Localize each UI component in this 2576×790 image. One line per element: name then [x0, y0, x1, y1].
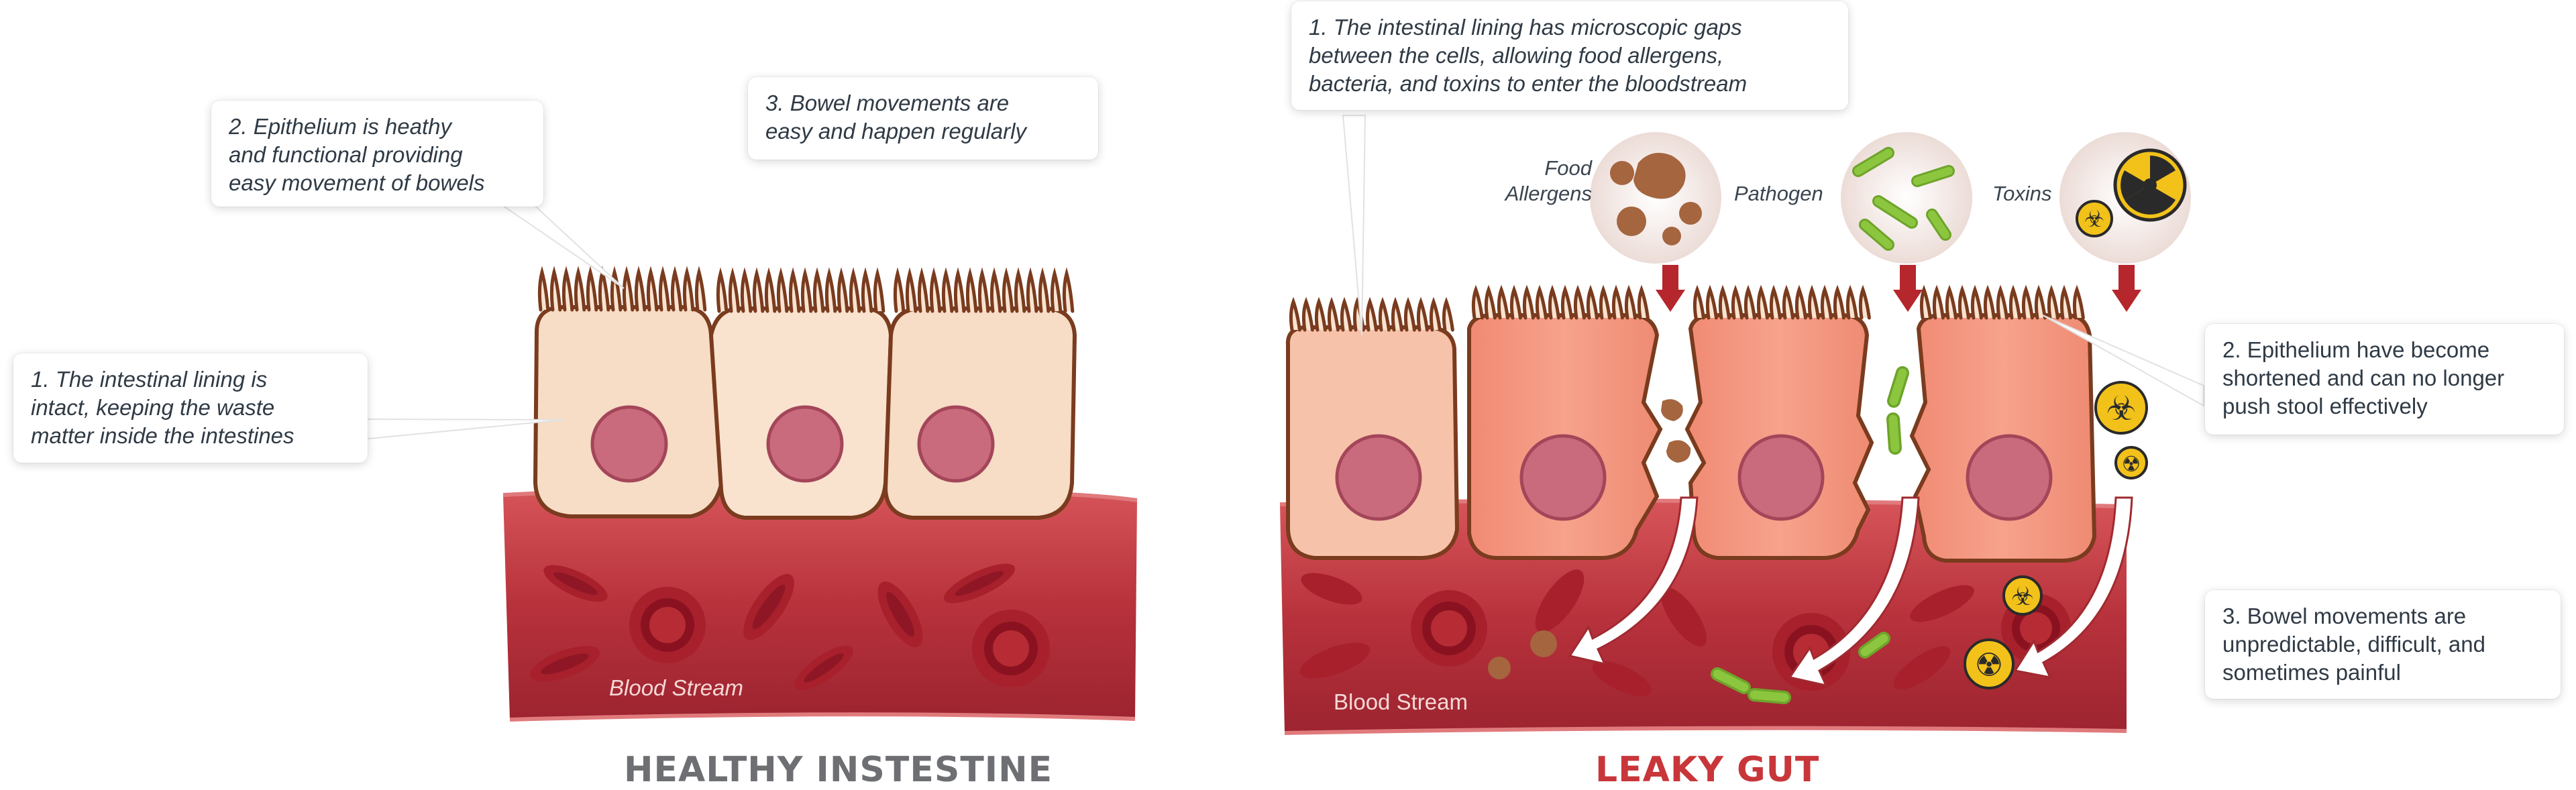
svg-text:☣: ☣ — [2084, 206, 2104, 233]
leaky-callout-1-line-1: 1. The intestinal lining has microscopic… — [1309, 15, 1742, 40]
svg-text:☢: ☢ — [2122, 451, 2141, 477]
label-food-line-1: Food — [1544, 156, 1592, 180]
leaky-title: LEAKY GUT — [1595, 750, 1820, 790]
healthy-stream-label: Blood Stream — [609, 675, 743, 700]
pathogen-icon — [1841, 132, 1972, 264]
healthy-callout-1-line-3: matter inside the intestines — [31, 423, 294, 448]
healthy-callout-2-line-2: and functional providing — [229, 142, 463, 167]
leaky-nucleus-3 — [1737, 434, 1825, 521]
microvillus-row — [1919, 284, 2085, 320]
leaky-callout-3-line-1: 3. Bowel movements are — [2222, 604, 2467, 628]
leaky-nucleus-4 — [1966, 434, 2053, 521]
leaky-stream-label: Blood Stream — [1334, 689, 1468, 714]
biohazard-icon: ☣ ☣ — [2002, 381, 2148, 616]
healthy-nucleus-3 — [917, 405, 995, 483]
microvillus-row — [1471, 284, 1650, 320]
label-toxins: Toxins — [1992, 182, 2052, 205]
leak-arrows — [1568, 496, 2133, 687]
healthy-cell-3 — [883, 306, 1077, 520]
leaky-callout-2: 2. Epithelium have become shortened and … — [2205, 324, 2564, 435]
microvillus-row — [893, 267, 1075, 313]
microvillus-row — [1289, 296, 1454, 332]
healthy-epithelium — [533, 266, 1077, 520]
healthy-nucleus-2 — [766, 405, 844, 483]
healthy-red-blood-cells — [529, 563, 1050, 691]
pathogen-in-gap — [1711, 366, 1909, 704]
leaky-epithelium — [1285, 284, 2097, 563]
microvillus-row — [1693, 284, 1871, 320]
healthy-callout-2-pointer — [494, 201, 625, 289]
healthy-callout-3: 3. Bowel movements are easy and happen r… — [748, 77, 1098, 160]
svg-text:☣: ☣ — [2011, 581, 2034, 611]
leaky-callout-2-line-2: shortened and can no longer — [2222, 365, 2505, 390]
leaky-callout-1-line-3: bacteria, and toxins to enter the bloods… — [1309, 71, 1748, 96]
leaky-nucleus-2 — [1519, 434, 1607, 521]
svg-text:☣: ☣ — [2106, 389, 2137, 428]
radiation-icon: ☢ ☢ — [1964, 446, 2148, 689]
healthy-callout-1-line-2: intact, keeping the waste — [31, 395, 275, 420]
leaky-callout-1: 1. The intestinal lining has microscopic… — [1291, 1, 1848, 110]
healthy-callout-2-line-1: 2. Epithelium is heathy — [229, 114, 452, 139]
healthy-blood-stream — [502, 486, 1138, 722]
svg-text:☢: ☢ — [1974, 646, 2003, 684]
healthy-callout-2: 2. Epithelium is heathy and functional p… — [211, 101, 543, 207]
down-markers — [1656, 265, 2141, 312]
healthy-callout-3-line-2: easy and happen regularly — [765, 119, 1026, 144]
leaky-callout-3-line-3: sometimes painful — [2222, 660, 2401, 685]
leaky-nucleus-1 — [1335, 434, 1422, 521]
leaky-callout-2-line-1: 2. Epithelium have become — [2222, 337, 2490, 362]
food-allergen-icon — [1590, 132, 1721, 264]
label-pathogen: Pathogen — [1734, 182, 1823, 205]
healthy-title: HEALTHY INSTESTINE — [624, 750, 1053, 790]
leaky-callout-3: 3. Bowel movements are unpredictable, di… — [2205, 590, 2561, 699]
microvillus-row — [537, 266, 707, 312]
leaky-callout-2-pointer — [2042, 315, 2204, 407]
label-food-allergens: Food Allergens — [1493, 156, 1592, 207]
healthy-callout-2-line-3: easy movement of bowels — [229, 170, 485, 195]
healthy-callout-1-line-1: 1. The intestinal lining is — [31, 367, 268, 392]
leaky-callout-1-pointer — [1342, 115, 1366, 336]
healthy-callout-1-pointer — [362, 418, 564, 441]
healthy-callout-1: 1. The intestinal lining is intact, keep… — [13, 353, 368, 463]
leaky-callout-2-line-3: push stool effectively — [2222, 394, 2428, 418]
healthy-callout-3-line-1: 3. Bowel movements are — [765, 91, 1010, 115]
allergen-in-gap — [1488, 399, 1691, 679]
microvillus-row — [716, 267, 885, 313]
healthy-nucleus-1 — [590, 405, 668, 483]
toxin-icon: ☣ — [2059, 132, 2191, 264]
leaky-callout-1-line-2: between the cells, allowing food allerge… — [1309, 43, 1724, 68]
label-food-line-2: Allergens — [1505, 182, 1592, 205]
leaky-callout-3-line-2: unpredictable, difficult, and — [2222, 632, 2485, 657]
